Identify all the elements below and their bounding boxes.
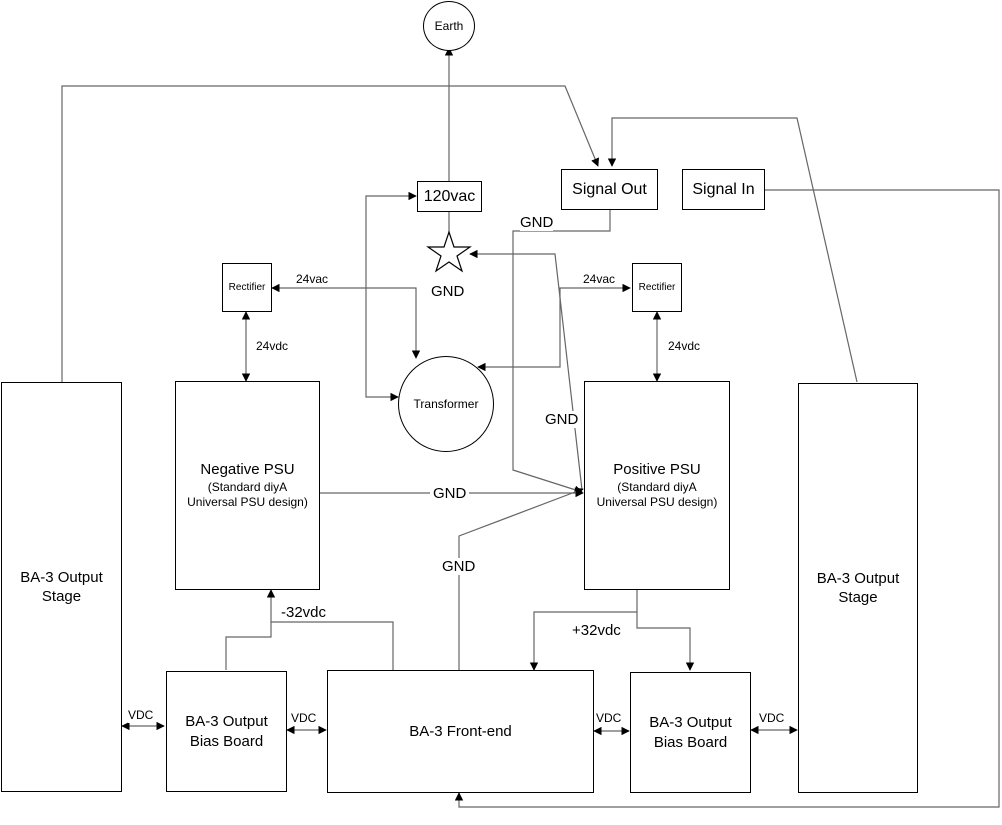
bias-board-left-node: BA-3 Output Bias Board bbox=[166, 671, 287, 792]
output-stage-left-line-1: BA-3 Output bbox=[20, 568, 103, 586]
wire-output-right-signal-out bbox=[607, 117, 858, 383]
vdc-4-label: VDC bbox=[759, 711, 785, 726]
ac-right-label: 24vac bbox=[583, 272, 616, 287]
wire-output-left-signal-out bbox=[61, 85, 599, 382]
ac-120-label: 120vac bbox=[423, 187, 476, 205]
output-stage-right-node: BA-3 Output Stage bbox=[798, 383, 918, 793]
wire-star-gnd bbox=[469, 249, 583, 491]
neg-rail-label: -32vdc bbox=[281, 604, 327, 622]
signal-in-label: Signal In bbox=[692, 180, 755, 198]
ac-left-label: 24vac bbox=[296, 272, 329, 287]
gnd-front-label: GND bbox=[442, 558, 476, 576]
earth-label: Earth bbox=[434, 19, 464, 33]
negative-psu-subtitle-2: Universal PSU design) bbox=[187, 495, 308, 510]
dc-left-label: 24vdc bbox=[256, 339, 289, 354]
bias-board-left-line-1: BA-3 Output bbox=[185, 713, 268, 730]
gnd-right-label: GND bbox=[545, 411, 579, 429]
signal-in-node: Signal In bbox=[682, 169, 765, 210]
rectifier-left-node: Rectifier bbox=[222, 263, 272, 312]
dc-right-label: 24vdc bbox=[668, 339, 701, 354]
positive-psu-node: Positive PSU (Standard diyA Universal PS… bbox=[584, 381, 730, 590]
positive-psu-subtitle-1: (Standard diyA bbox=[617, 479, 697, 494]
signal-out-label: Signal Out bbox=[572, 180, 647, 198]
bias-board-right-node: BA-3 Output Bias Board bbox=[630, 672, 751, 793]
positive-psu-title: Positive PSU bbox=[613, 461, 701, 479]
pos-rail-label: +32vdc bbox=[572, 622, 621, 640]
wire-pos-rail-bias bbox=[636, 612, 695, 671]
gnd-center-label: GND bbox=[430, 485, 470, 503]
rectifier-right-node: Rectifier bbox=[632, 263, 682, 312]
output-stage-right-line-2: Stage bbox=[838, 589, 878, 606]
bias-board-left-line-2: Bias Board bbox=[189, 732, 264, 750]
positive-psu-subtitle-2: Universal PSU design) bbox=[596, 495, 718, 510]
rectifier-left-label: Rectifier bbox=[228, 282, 266, 293]
bias-board-right-line-1: BA-3 Output bbox=[649, 714, 732, 731]
wire-120vac-transformer bbox=[365, 191, 417, 402]
front-end-label: BA-3 Front-end bbox=[409, 722, 512, 740]
wire-neg-rail bbox=[266, 589, 394, 670]
wire-rect-left-transformer bbox=[271, 283, 421, 359]
vdc-2-label: VDC bbox=[291, 711, 317, 726]
ac-120-node: 120vac bbox=[417, 181, 482, 212]
output-stage-left-line-2: Stage bbox=[41, 588, 82, 605]
front-end-node: BA-3 Front-end bbox=[327, 670, 594, 793]
star-ground-icon bbox=[426, 230, 472, 273]
transformer-node: Transformer bbox=[398, 356, 494, 452]
wire-signal-gnd bbox=[512, 210, 611, 494]
negative-psu-subtitle-1: (Standard diyA bbox=[207, 479, 288, 494]
wire-pos-rail bbox=[529, 590, 638, 671]
wire-front-end-gnd bbox=[458, 487, 584, 670]
transformer-label: Transformer bbox=[413, 397, 479, 411]
wire-neg-rail-bias bbox=[225, 622, 272, 670]
gnd-signal-label: GND bbox=[520, 214, 554, 232]
output-stage-left-node: BA-3 Output Stage bbox=[1, 382, 122, 792]
bias-board-right-line-2: Bias Board bbox=[653, 733, 728, 751]
wire-signal-in-front-end bbox=[454, 189, 1000, 808]
vdc-1-label: VDC bbox=[128, 708, 154, 723]
signal-out-node: Signal Out bbox=[561, 169, 658, 210]
vdc-3-label: VDC bbox=[596, 711, 622, 726]
negative-psu-title: Negative PSU bbox=[200, 461, 295, 479]
output-stage-right-line-1: BA-3 Output bbox=[816, 569, 900, 587]
negative-psu-node: Negative PSU (Standard diyA Universal PS… bbox=[175, 381, 320, 590]
earth-node: Earth bbox=[423, 1, 475, 51]
gnd-star-label: GND bbox=[431, 283, 465, 301]
rectifier-right-label: Rectifier bbox=[638, 282, 676, 293]
wire-rect-right-transformer bbox=[477, 283, 631, 372]
